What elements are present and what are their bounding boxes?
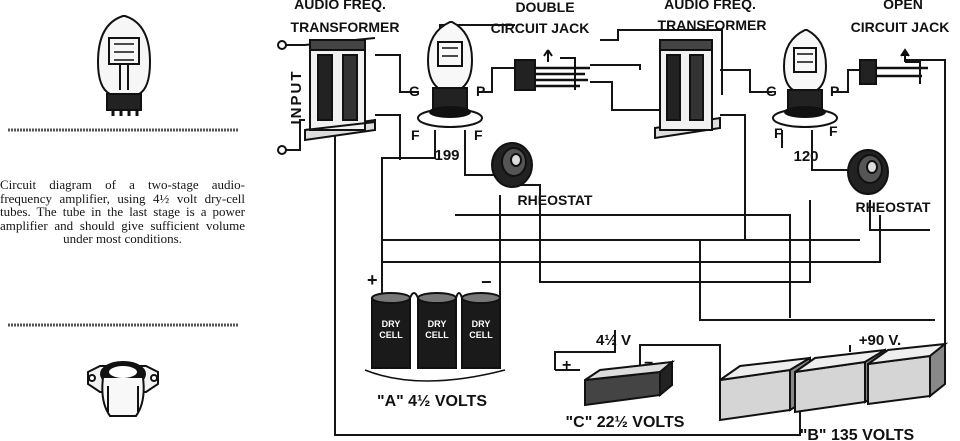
open-jack-label-line1: OPEN xyxy=(883,0,923,12)
rheostat-1 xyxy=(491,142,533,188)
c-battery xyxy=(584,359,676,407)
dry-cell-1-label-line1: DRY xyxy=(382,319,401,329)
audio-transformer-1 xyxy=(304,37,376,142)
tube-1-grid-label: G xyxy=(409,83,420,99)
rheostat-2-label: RHEOSTAT xyxy=(856,199,931,215)
input-terminal-top xyxy=(277,40,287,50)
a-battery-label: "A" 4½ VOLTS xyxy=(377,393,487,410)
c-battery-label: "C" 22½ VOLTS xyxy=(566,414,685,431)
dry-cell-3-label-line1: DRY xyxy=(472,319,491,329)
tube-1-plate-label: P xyxy=(476,83,485,99)
tube-socket-illustration xyxy=(87,361,159,417)
transformer-1-label-line2: TRANSFORMER xyxy=(291,19,400,35)
double-jack-label-line2: CIRCUIT JACK xyxy=(491,20,590,36)
open-circuit-jack xyxy=(859,48,928,85)
transformer-1-label-line1: AUDIO FREQ. xyxy=(294,0,386,12)
dry-cell-3 xyxy=(461,292,501,369)
double-circuit-jack xyxy=(514,49,590,91)
c-battery-minus: − xyxy=(644,355,653,372)
vacuum-tube-199 xyxy=(417,21,483,128)
audio-transformer-2 xyxy=(654,39,721,140)
rheostat-2 xyxy=(847,149,889,195)
dry-cell-1-label-line2: CELL xyxy=(379,330,403,340)
circuit-wiring xyxy=(285,24,946,436)
dry-cell-battery-a xyxy=(364,292,506,382)
b-battery-label: "B" 135 VOLTS xyxy=(800,427,915,441)
c-battery-tap-label: 4½ V xyxy=(596,332,631,349)
b-battery-bank xyxy=(719,341,949,422)
a-battery-minus: − xyxy=(481,272,492,292)
b-battery-tap-label: +90 V. xyxy=(859,332,901,349)
tube-1-filament-right-label: F xyxy=(474,127,483,143)
figure-caption: Circuit diagram of a two-stage audio-fre… xyxy=(0,177,245,246)
input-label: INPUT xyxy=(288,70,305,125)
dry-cell-2 xyxy=(417,292,457,369)
tube-2-type-label: 120 xyxy=(793,148,818,165)
dry-cell-3-label-line2: CELL xyxy=(469,330,493,340)
c-battery-plus: + xyxy=(562,357,571,374)
tube-1-type-label: 199 xyxy=(434,147,459,164)
dry-cell-2-label-line2: CELL xyxy=(425,330,449,340)
a-battery-plus: + xyxy=(367,270,378,290)
vacuum-tube-illustration xyxy=(96,15,152,116)
input-terminal-bottom xyxy=(277,145,287,155)
open-jack-label-line2: CIRCUIT JACK xyxy=(851,19,950,35)
transformer-2-label-line2: TRANSFORMER xyxy=(658,17,767,33)
tube-2-plate-label: P xyxy=(830,83,839,99)
transformer-2-label-line1: AUDIO FREQ. xyxy=(664,0,756,12)
vacuum-tube-120 xyxy=(772,29,838,128)
dry-cell-1 xyxy=(371,292,411,369)
tube-2-grid-label: G xyxy=(766,83,777,99)
tube-2-filament-left-label: F xyxy=(774,125,783,141)
tube-2-filament-right-label: F xyxy=(829,123,838,139)
double-jack-label-line1: DOUBLE xyxy=(515,0,574,15)
dry-cell-2-label-line1: DRY xyxy=(428,319,447,329)
tube-1-filament-left-label: F xyxy=(411,127,420,143)
rheostat-1-label: RHEOSTAT xyxy=(518,192,593,208)
